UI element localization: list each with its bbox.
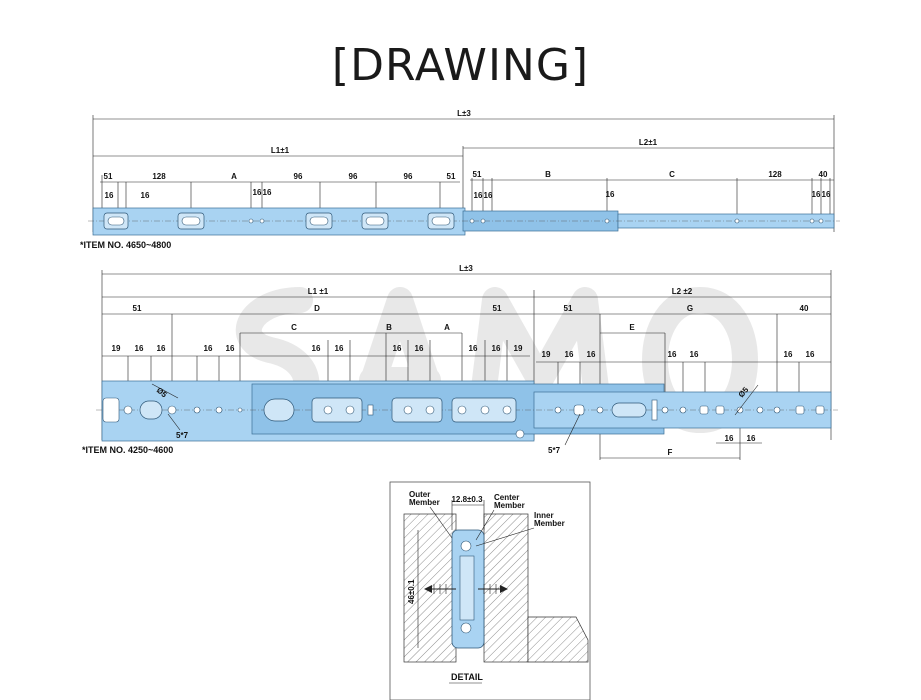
d2-bottom-16a: 16: [725, 434, 734, 443]
d1-dim-16b: 16: [141, 191, 150, 200]
d1-dim-16a: 16: [105, 191, 114, 200]
d2-dim-19a: 19: [112, 344, 121, 353]
d2-dim-19c: 19: [542, 350, 551, 359]
d1-l1-dim: L1±1: [271, 146, 290, 155]
d2-slot-right: 5*7: [548, 446, 561, 455]
d1-dim-16h: 16: [812, 190, 821, 199]
d2-bottom-16b: 16: [747, 434, 756, 443]
detail-height-dim: 46±0.1: [407, 579, 416, 604]
drawing-1: L±3 L1±1 L2±1 51 128 A 96 96 96 51 16 16…: [80, 109, 840, 250]
d1-dim-16e: 16: [474, 191, 483, 200]
d2-overall-dim: L±3: [459, 264, 473, 273]
d1-dim-16c: 16: [253, 188, 262, 197]
detail-outer-label-1: Outer: [409, 490, 430, 499]
d1-dim-16g: 16: [606, 190, 615, 199]
detail-center-label-2: Member: [494, 501, 525, 510]
d1-dim-96a: 96: [294, 172, 303, 181]
detail-section: 12.8±0.3 46±0.1 Outer Member Center Memb…: [389, 481, 591, 700]
d2-dim-b: B: [386, 323, 392, 332]
d2-dim-16d: 16: [226, 344, 235, 353]
d1-l2-dim: L2±1: [639, 138, 658, 147]
d2-l2-dim: L2 ±2: [672, 287, 693, 296]
d2-dim-16a: 16: [135, 344, 144, 353]
d1-dim-b: B: [545, 170, 551, 179]
d1-dim-16d: 16: [263, 188, 272, 197]
d2-dim-16f: 16: [335, 344, 344, 353]
d2-dim-51b: 51: [493, 304, 502, 313]
d1-overall-dim: L±3: [457, 109, 471, 118]
detail-caption: DETAIL: [451, 672, 483, 682]
d1-dim-a: A: [231, 172, 237, 181]
d2-dim-16k: 16: [587, 350, 596, 359]
d2-dim-16i: 16: [469, 344, 478, 353]
d2-dim-d: D: [314, 304, 320, 313]
d1-dim-40: 40: [819, 170, 828, 179]
d1-dim-51a: 51: [104, 172, 113, 181]
d1-dim-96c: 96: [404, 172, 413, 181]
detail-inner-label-2: Member: [534, 519, 565, 528]
d2-slot-left: 5*7: [176, 431, 189, 440]
d1-dim-96b: 96: [349, 172, 358, 181]
drawing-2: L±3 L1 ±1 L2 ±2 51 D 51 51 G 40 C B A E …: [82, 264, 838, 460]
d2-dim-16m: 16: [690, 350, 699, 359]
page-title: [DRAWING]: [331, 40, 590, 91]
d2-dim-a: A: [444, 323, 450, 332]
d1-dim-16i: 16: [822, 190, 831, 199]
d2-dim-16j: 16: [565, 350, 574, 359]
d2-dim-51a: 51: [133, 304, 142, 313]
d2-dim-16e: 16: [312, 344, 321, 353]
d2-dim-e: E: [629, 323, 635, 332]
d1-item-note: *ITEM NO. 4650~4800: [80, 240, 171, 250]
d1-outer-rail: [92, 207, 466, 236]
d2-dim-g: G: [687, 304, 693, 313]
detail-inner-label-1: Inner: [534, 511, 554, 520]
d1-dim-128: 128: [152, 172, 166, 181]
d2-dim-16h: 16: [415, 344, 424, 353]
d2-dim-16g: 16: [393, 344, 402, 353]
d2-dim-16n: 16: [784, 350, 793, 359]
d2-item-note: *ITEM NO. 4250~4600: [82, 445, 173, 455]
d2-dim-16l: 16: [668, 350, 677, 359]
d1-dim-128b: 128: [768, 170, 782, 179]
d1-slots: [103, 212, 824, 230]
detail-width-dim: 12.8±0.3: [451, 495, 483, 504]
d2-dim-c: C: [291, 323, 297, 332]
d2-dim-f: F: [668, 448, 673, 457]
d2-dim-16p: 16: [492, 344, 501, 353]
detail-outer-label-2: Member: [409, 498, 440, 507]
d2-l1-dim: L1 ±1: [308, 287, 329, 296]
d2-holes: [102, 397, 825, 439]
d2-dim-16o: 16: [806, 350, 815, 359]
d1-dim-51b: 51: [447, 172, 456, 181]
d2-dim-16c: 16: [204, 344, 213, 353]
d2-dim-16b: 16: [157, 344, 166, 353]
d2-dim-19b: 19: [514, 344, 523, 353]
d1-dim-16f: 16: [484, 191, 493, 200]
d1-dim-c: C: [669, 170, 675, 179]
d1-dim-51c: 51: [473, 170, 482, 179]
detail-center-label-1: Center: [494, 493, 519, 502]
d2-dim-51c: 51: [564, 304, 573, 313]
d2-dim-40: 40: [800, 304, 809, 313]
